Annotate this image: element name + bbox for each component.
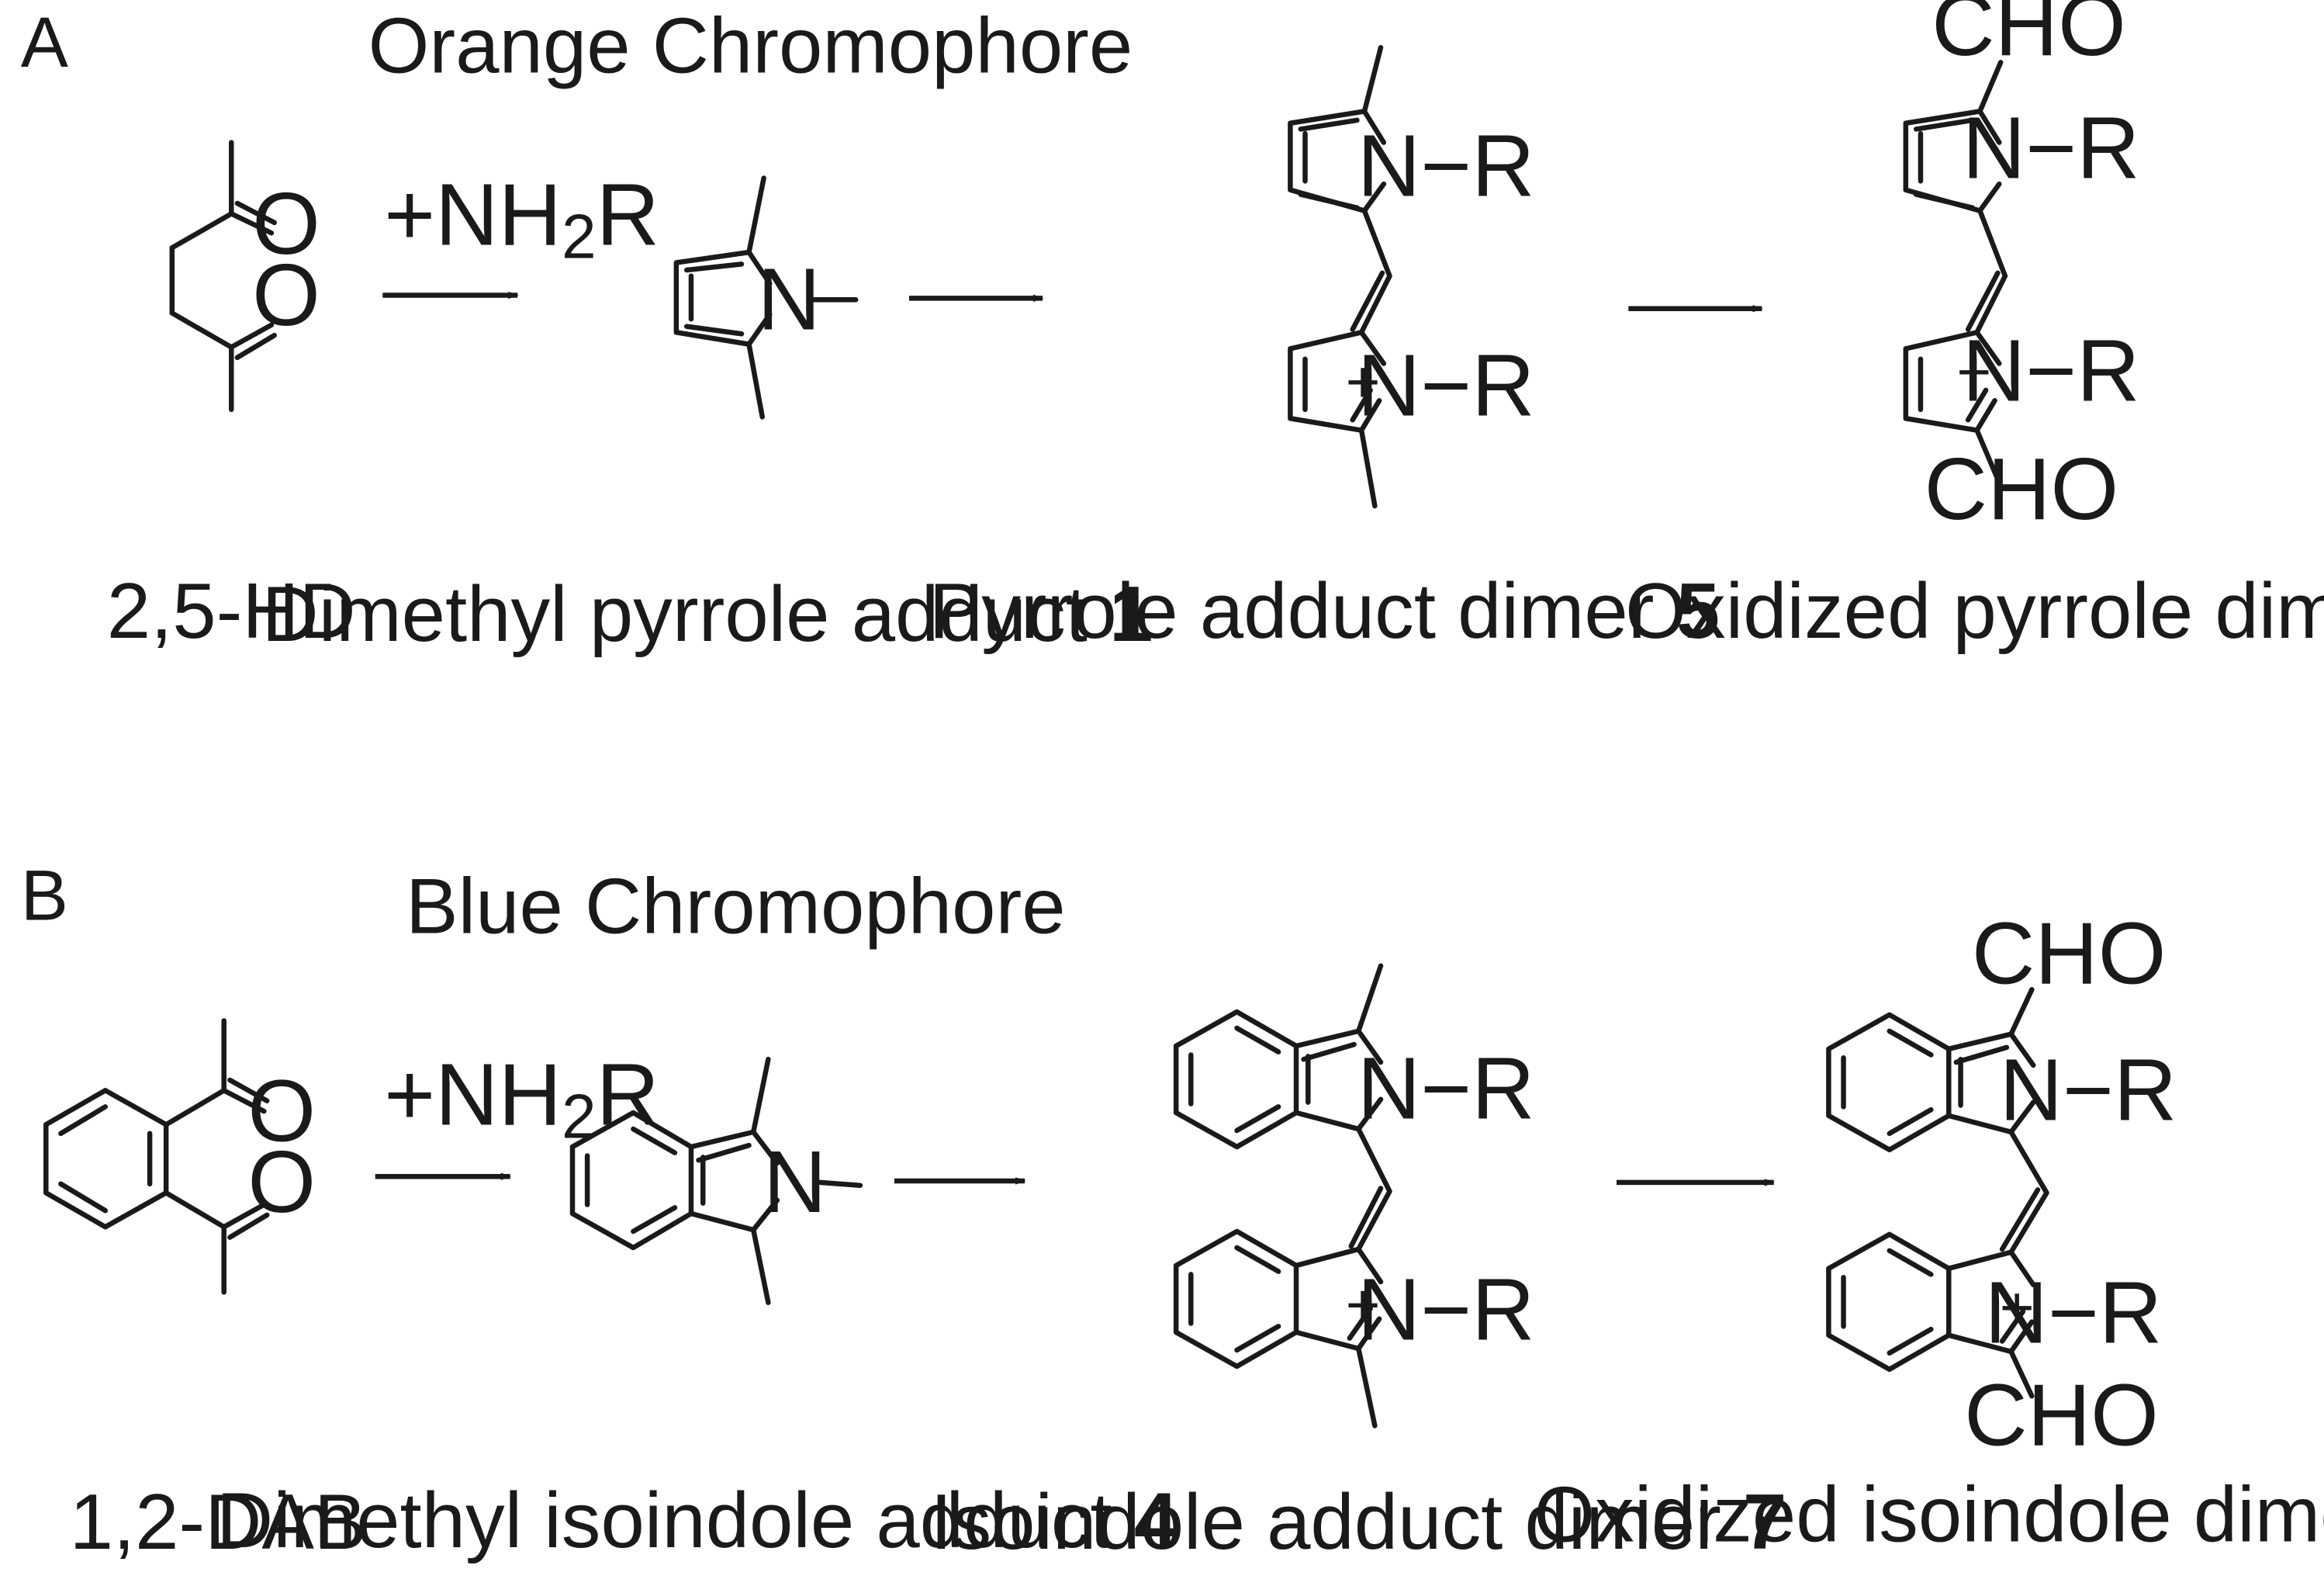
n-r-group: N−R (1963, 321, 2140, 419)
panel-b-title: Blue Chromophore (406, 863, 1066, 951)
oxidized-isoindole-dimer-structure: CHO N−R N−R + CHO (1826, 905, 2177, 1463)
compound-label: Dimethyl isoindole adduct 4 (216, 1477, 1178, 1564)
diacetylbenzene-structure: O O (43, 1018, 316, 1295)
oxidized-pyrrole-dimer-structure: CHO N−R N−R + CHO (1903, 0, 2140, 538)
compound-label: Oxidized pyrrole dimer 6 (1625, 567, 2324, 655)
oxygen-atom: O (247, 1133, 316, 1231)
panel-a: A Orange Chromophore O O +NH2R N (21, 0, 2324, 658)
oxygen-atom: O (252, 175, 320, 272)
n-r-group: N−R (1357, 336, 1535, 434)
formyl-group: CHO (1972, 905, 2167, 1003)
n-r-group: N−R (1357, 1261, 1535, 1359)
n-r-group: N−R (1984, 1263, 2162, 1361)
dimethylisoindole-structure: N (569, 1056, 863, 1305)
formyl-group: CHO (1931, 0, 2126, 74)
n-r-group: N−R (1357, 1040, 1535, 1138)
nitrogen-atom: N (757, 251, 820, 348)
panel-a-title: Orange Chromophore (368, 2, 1133, 90)
amine-reagent-label: +NH2R (384, 166, 659, 272)
isoindole-dimer-structure: N−R N−R + (1173, 963, 1535, 1428)
compound-label: Dimethyl pyrrole adduct 1 (262, 570, 1153, 658)
n-r-group: N−R (1963, 99, 2140, 197)
amine-reagent-label: +NH2R (384, 1045, 659, 1151)
hexanedione-structure: O O (169, 140, 320, 413)
compound-label: 2,5-HD (107, 567, 356, 655)
panel-b: B Blue Chromophore O O +NH2R N (21, 856, 2324, 1566)
pyrrole-dimer-structure: N−R N−R + (1288, 45, 1535, 509)
panel-b-letter: B (21, 856, 68, 935)
compound-label: Pyrrole adduct dimer 5 (929, 567, 1720, 655)
positive-charge: + (1956, 339, 1991, 405)
n-r-group: N−R (2000, 1041, 2177, 1139)
panel-a-letter: A (21, 3, 69, 82)
oxygen-atom: O (247, 1061, 316, 1159)
formyl-group: CHO (1925, 440, 2119, 538)
oxygen-atom: O (252, 246, 320, 344)
positive-charge: + (1346, 349, 1381, 415)
compound-label: Oxidized isoindole dimer 8 (1534, 1471, 2324, 1559)
nitrogen-atom: N (763, 1133, 826, 1231)
compound-label: 1,2-DAB (70, 1478, 367, 1566)
formyl-group: CHO (1964, 1366, 2159, 1463)
positive-charge: + (1346, 1272, 1381, 1338)
dimethylpyrrole-structure: N (673, 175, 859, 420)
n-r-group: N−R (1357, 116, 1535, 214)
positive-charge: + (2000, 1275, 2035, 1341)
compound-label: Isoindole adduct dimer 7 (930, 1478, 1786, 1566)
